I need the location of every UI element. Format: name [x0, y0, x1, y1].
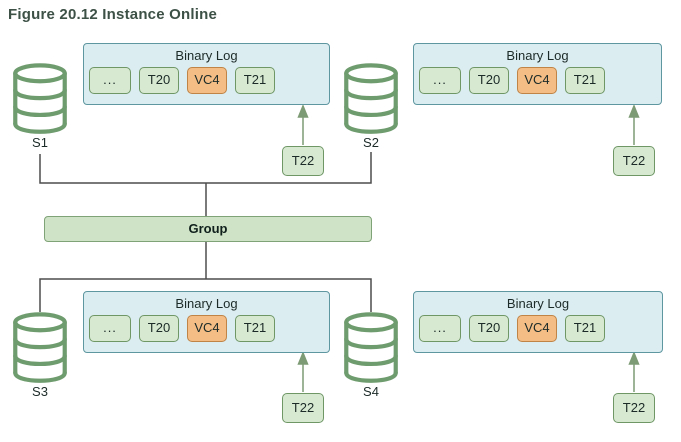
binary-log-entries: ... T20 VC4 T21 — [414, 311, 662, 342]
pending-transaction-s1: T22 — [282, 146, 324, 176]
log-entry-t20: T20 — [469, 67, 509, 94]
log-entry-ellipsis: ... — [89, 67, 131, 94]
pending-transaction-s2: T22 — [613, 146, 655, 176]
pending-transaction-s3: T22 — [282, 393, 324, 423]
binary-log-box-s2: Binary Log ... T20 VC4 T21 — [413, 43, 662, 105]
log-entry-ellipsis: ... — [419, 315, 461, 342]
binary-log-title: Binary Log — [175, 48, 238, 63]
binary-log-entries: ... T20 VC4 T21 — [84, 63, 329, 94]
server-label: S2 — [363, 135, 379, 150]
binary-log-box-s1: Binary Log ... T20 VC4 T21 — [83, 43, 330, 105]
server-label: S1 — [32, 135, 48, 150]
database-icon — [344, 63, 398, 134]
binary-log-title: Binary Log — [506, 296, 570, 311]
server-label: S4 — [363, 384, 379, 399]
log-entry-t21: T21 — [565, 315, 605, 342]
log-entry-vc4: VC4 — [517, 315, 557, 342]
server-s1: S1 — [12, 63, 68, 150]
log-entry-t20: T20 — [139, 315, 179, 342]
pending-transaction-s4: T22 — [613, 393, 655, 423]
binary-log-title: Binary Log — [506, 48, 569, 63]
group-box: Group — [44, 216, 372, 242]
log-entry-t20: T20 — [469, 315, 509, 342]
binary-log-box-s3: Binary Log ... T20 VC4 T21 — [83, 291, 330, 353]
server-s3: S3 — [12, 312, 68, 399]
figure-title: Figure 20.12 Instance Online — [8, 6, 218, 23]
server-s4: S4 — [343, 312, 399, 399]
log-entry-t21: T21 — [235, 67, 275, 94]
log-entry-vc4: VC4 — [187, 67, 227, 94]
database-icon — [344, 312, 398, 383]
log-entry-vc4: VC4 — [517, 67, 557, 94]
log-entry-t21: T21 — [235, 315, 275, 342]
binary-log-title: Binary Log — [175, 296, 238, 311]
database-icon — [13, 312, 67, 383]
binary-log-entries: ... T20 VC4 T21 — [414, 63, 661, 94]
binary-log-entries: ... T20 VC4 T21 — [84, 311, 329, 342]
log-entry-t20: T20 — [139, 67, 179, 94]
log-entry-ellipsis: ... — [419, 67, 461, 94]
binary-log-box-s4: Binary Log ... T20 VC4 T21 — [413, 291, 663, 353]
server-label: S3 — [32, 384, 48, 399]
log-entry-t21: T21 — [565, 67, 605, 94]
log-entry-ellipsis: ... — [89, 315, 131, 342]
log-entry-vc4: VC4 — [187, 315, 227, 342]
server-s2: S2 — [343, 63, 399, 150]
database-icon — [13, 63, 67, 134]
